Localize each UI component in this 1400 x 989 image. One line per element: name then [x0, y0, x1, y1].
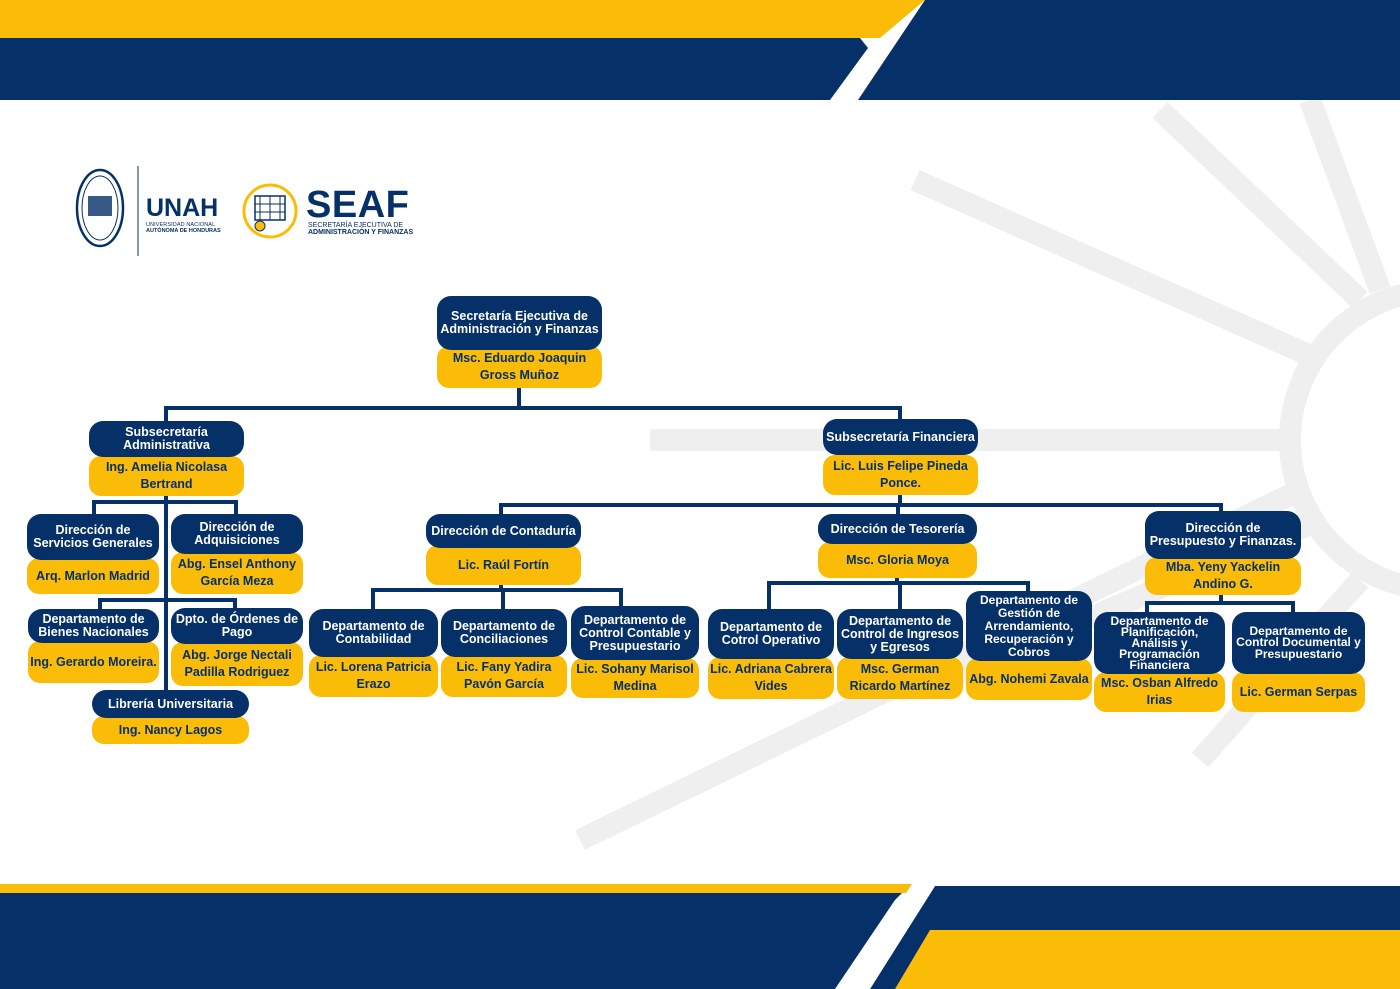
node-title: Subsecretaría Financiera — [823, 419, 978, 455]
node-title: Departamento de Control de Ingresos y Eg… — [837, 609, 963, 659]
node-name: Lic. Fany Yadira Pavón García — [441, 655, 567, 697]
node-title: Departamento de Planificación, Análisis … — [1094, 612, 1225, 674]
unah-logo-subtitle-2: AUTÓNOMA DE HONDURAS — [146, 228, 221, 234]
seaf-logo-text: SEAF — [306, 184, 410, 226]
node-name: Lic. Sohany Marisol Medina — [571, 658, 699, 698]
node-name: Lic. Adriana Cabrera Vides — [708, 657, 834, 699]
node-name: Abg. Nohemi Zavala — [966, 658, 1092, 700]
node-title: Departamento de Cotrol Operativo — [708, 609, 834, 659]
node-name: Lic. German Serpas — [1232, 672, 1365, 712]
seaf-logo-subtitle-1: SECRETARÍA EJECUTIVA DE — [308, 222, 404, 229]
node-title: Subsecretaría Administrativa — [89, 421, 244, 457]
node-name: Msc. Gloria Moya — [818, 542, 977, 578]
node-title: Departamento de Contabilidad — [309, 609, 438, 657]
node-title: Departamento de Conciliaciones — [441, 609, 567, 657]
seaf-logo-subtitle-2: ADMINISTRACIÓN Y FINANZAS — [308, 229, 414, 236]
node-name: Arq. Marlon Madrid — [27, 558, 159, 594]
unah-logo-subtitle-1: UNIVERSIDAD NACIONAL — [146, 222, 216, 228]
node-title: Departamento de Gestión de Arrendamiento… — [966, 591, 1092, 661]
node-title: Departamento de Bienes Nacionales — [28, 609, 159, 643]
node-name: Ing. Amelia Nicolasa Bertrand — [89, 456, 244, 496]
connector-fin — [499, 491, 1223, 516]
node-name: Abg. Jorge Nectali Padilla Rodriguez — [171, 642, 303, 686]
node-title: Dirección de Contaduría — [426, 514, 581, 548]
connector-contaduria — [371, 581, 623, 612]
unah-logo-text: UNAH — [146, 194, 219, 222]
node-name: Ing. Gerardo Moreira. — [28, 641, 159, 683]
node-name: Msc. Osban Alfredo Irias — [1094, 672, 1225, 712]
node-title: Departamento de Control Documental y Pre… — [1232, 612, 1365, 674]
node-name: Abg. Ensel Anthony García Meza — [171, 552, 303, 594]
connector-tesoreria — [767, 575, 1030, 612]
bottom-banner — [0, 884, 1400, 989]
node-name: Msc. German Ricardo Martínez — [837, 657, 963, 699]
node-name: Lic. Lorena Patricia Erazo — [309, 655, 438, 697]
node-title: Dirección de Servicios Generales — [27, 514, 159, 560]
connector-root — [164, 388, 902, 422]
node-name: Lic. Raúl Fortín — [426, 545, 581, 585]
node-title: Dirección de Tesorería — [818, 514, 977, 544]
node-name: Lic. Luis Felipe Pineda Ponce. — [823, 455, 978, 495]
node-title: Departamento de Control Contable y Presu… — [571, 606, 699, 660]
connector-presupuesto — [1145, 591, 1295, 614]
node-title: Dirección de Adquisiciones — [171, 514, 303, 554]
node-name: Ing. Nancy Lagos — [92, 716, 249, 744]
connector-admin — [92, 491, 238, 692]
node-name: Mba. Yeny Yackelin Andino G. — [1145, 557, 1301, 595]
node-title: Dpto. de Órdenes de Pago — [171, 608, 303, 644]
node-title: Dirección de Presupuesto y Finanzas. — [1145, 511, 1301, 559]
node-title: Librería Universitaria — [92, 690, 249, 718]
top-banner — [0, 0, 1400, 100]
node-name: Msc. Eduardo Joaquin Gross Muñoz — [437, 346, 602, 388]
node-title: Secretaría Ejecutiva de Administración y… — [437, 296, 602, 350]
